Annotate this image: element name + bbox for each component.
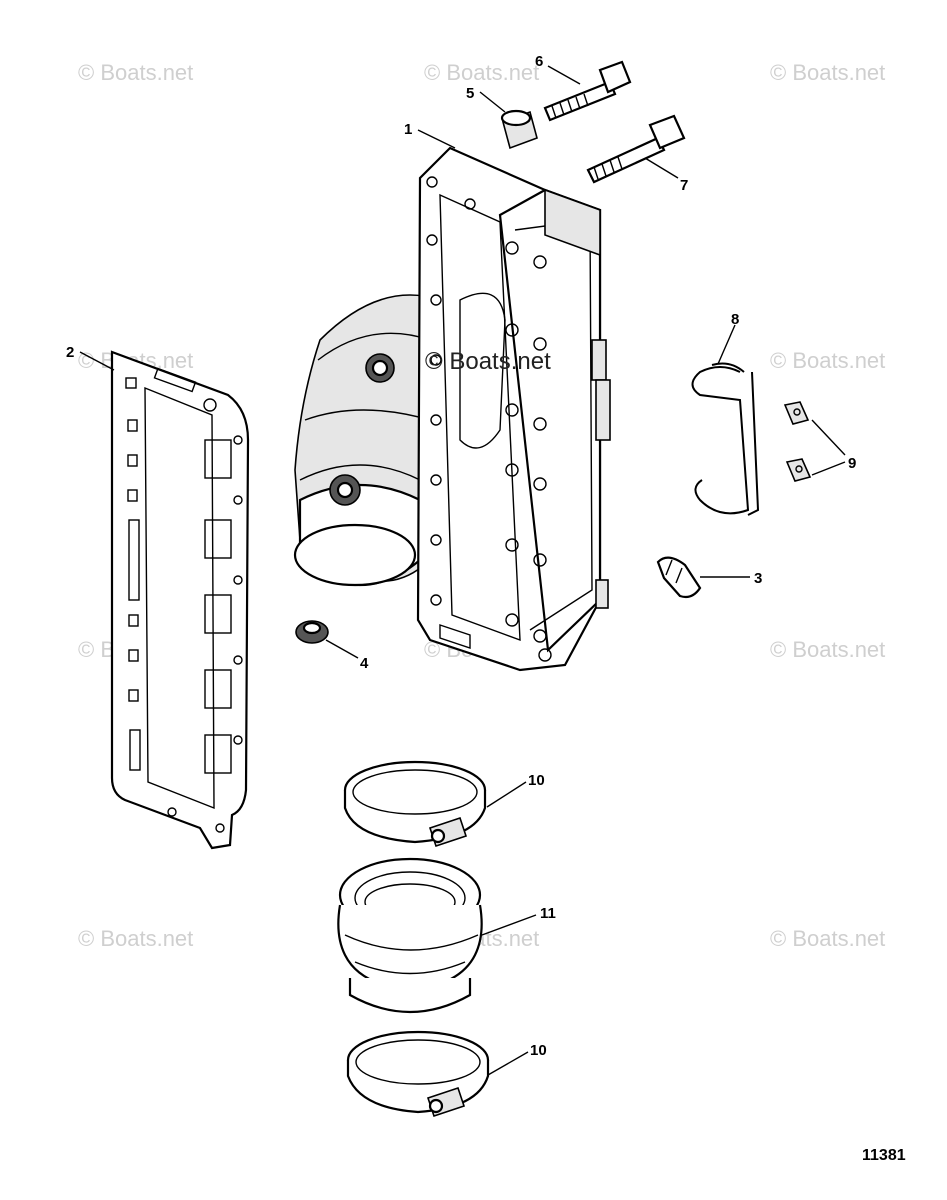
watermark-bottom-left: © Boats.net [78,926,193,951]
part-2-gasket [110,350,250,850]
watermark-low-right: © Boats.net [770,637,885,662]
leader-lines [79,65,846,1076]
part-9-clips [783,401,812,482]
part-4-nut [295,620,329,644]
callout-8: 8 [731,311,739,328]
callout-10-upper: 10 [528,772,545,789]
figure-number: 11381 [862,1147,906,1164]
part-11-bellows [337,857,483,1014]
callout-11: 11 [540,905,556,922]
callout-10-lower: 10 [530,1042,547,1059]
callout-9: 9 [848,455,856,472]
watermark-top-center: © Boats.net [424,60,539,85]
callout-3: 3 [754,570,762,587]
callout-2: 2 [66,344,74,361]
watermark-mid-right: © Boats.net [770,348,885,373]
watermark-bottom-right: © Boats.net [770,926,885,951]
part-3-plug [656,556,702,599]
part-1-exhaust-cover [293,146,611,672]
callout-4: 4 [360,655,369,672]
callout-6: 6 [535,53,543,70]
callout-7: 7 [680,177,688,194]
callout-1: 1 [404,121,412,138]
watermark-mid-center: © Boats.net [425,348,551,375]
part-8-clip [691,362,760,516]
part-7-bolt [586,114,686,184]
callout-5: 5 [466,85,474,102]
part-10-clamp-upper [343,760,487,848]
part-6-bolt [543,60,632,122]
part-10-clamp-lower [346,1030,490,1118]
watermark-top-right: © Boats.net [770,60,885,85]
part-5-spacer [500,109,538,150]
watermark-top-left: © Boats.net [78,60,193,85]
